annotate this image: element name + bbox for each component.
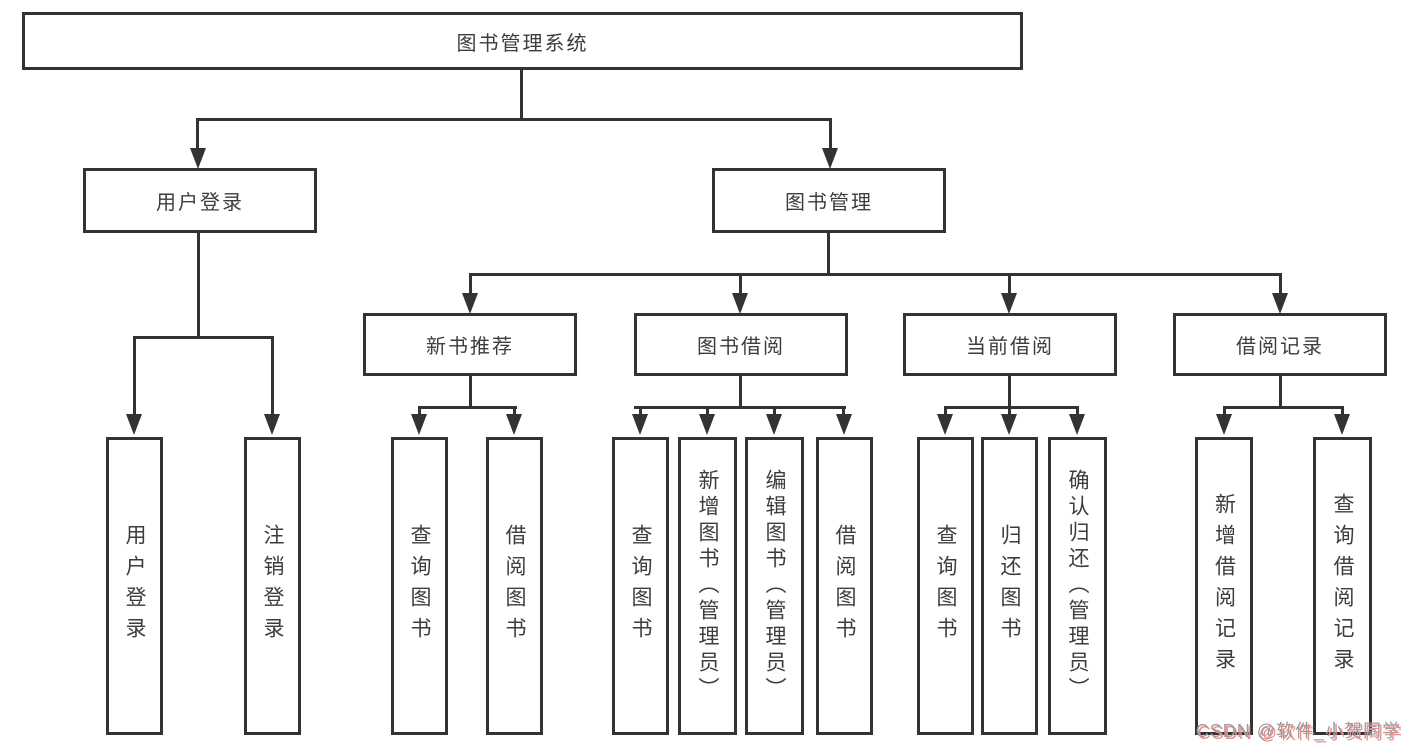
connector-line — [133, 336, 274, 339]
connector-line — [1341, 406, 1344, 416]
node-label: 当前借阅 — [966, 336, 1054, 358]
connector-line — [1008, 406, 1011, 416]
connector-line — [513, 406, 516, 416]
arrow-down-icon — [732, 293, 748, 314]
arrow-down-icon — [766, 414, 782, 435]
arrow-down-icon — [1001, 414, 1017, 435]
arrow-down-icon — [462, 293, 478, 314]
arrow-down-icon — [126, 414, 142, 435]
node-label: 借阅图书 — [503, 524, 526, 648]
connector-line — [1223, 406, 1344, 409]
connector-line — [469, 273, 1282, 276]
node-new-book-recommend: 新书推荐 — [363, 313, 577, 376]
node-label: 借阅记录 — [1236, 336, 1324, 358]
arrow-down-icon — [937, 414, 953, 435]
node-label: 注销登录 — [261, 524, 284, 648]
connector-line — [773, 406, 776, 416]
connector-line — [1008, 273, 1011, 296]
node-current-borrowing: 当前借阅 — [903, 313, 1117, 376]
connector-line — [133, 336, 136, 416]
csdn-watermark: CSDN @软件_小贺同学 — [1195, 721, 1401, 741]
node-library-management-system: 图书管理系统 — [22, 12, 1023, 70]
connector-line — [197, 233, 200, 339]
connector-line — [842, 406, 845, 416]
connector-line — [271, 336, 274, 416]
connector-line — [739, 273, 742, 296]
arrow-down-icon — [1334, 414, 1350, 435]
connector-line — [639, 406, 642, 416]
connector-line — [634, 406, 846, 409]
node-label: 新增借阅记录 — [1212, 493, 1236, 679]
leaf-query-books-borrow: 查询图书 — [612, 437, 669, 735]
node-label: 查询借阅记录 — [1331, 493, 1354, 679]
arrow-down-icon — [632, 414, 648, 435]
node-label: 新书推荐 — [426, 336, 514, 358]
node-label: 查询图书 — [408, 524, 431, 648]
node-book-borrowing: 图书借阅 — [634, 313, 848, 376]
leaf-borrow-books-recommend: 借阅图书 — [486, 437, 543, 735]
node-label: 用户登录 — [123, 524, 146, 648]
node-label: 新增图书（管理员） — [696, 469, 719, 703]
leaf-add-borrow-record: 新增借阅记录 — [1195, 437, 1253, 735]
arrow-down-icon — [1069, 414, 1085, 435]
connector-line — [944, 406, 947, 416]
connector-line — [829, 118, 832, 152]
node-label: 图书借阅 — [697, 336, 785, 358]
arrow-down-icon — [411, 414, 427, 435]
connector-line — [418, 406, 517, 409]
leaf-logout: 注销登录 — [244, 437, 301, 735]
node-user-login: 用户登录 — [83, 168, 317, 233]
connector-line — [944, 406, 1079, 409]
arrow-down-icon — [699, 414, 715, 435]
connector-line — [827, 233, 830, 276]
leaf-query-books-current: 查询图书 — [917, 437, 974, 735]
node-label: 编辑图书（管理员） — [763, 469, 786, 703]
connector-line — [469, 376, 472, 409]
connector-line — [706, 406, 709, 416]
node-borrowing-records: 借阅记录 — [1173, 313, 1387, 376]
connector-line — [520, 70, 523, 118]
arrow-down-icon — [1216, 414, 1232, 435]
node-label: 查询图书 — [934, 524, 957, 648]
connector-line — [739, 376, 742, 409]
node-label: 图书管理 — [785, 192, 873, 214]
leaf-add-books-admin: 新增图书（管理员） — [678, 437, 737, 735]
node-label: 用户登录 — [156, 192, 244, 214]
connector-line — [418, 406, 421, 416]
leaf-query-books-recommend: 查询图书 — [391, 437, 448, 735]
connector-line — [196, 118, 199, 152]
connector-line — [196, 118, 832, 121]
leaf-query-borrow-record: 查询借阅记录 — [1313, 437, 1372, 735]
arrow-down-icon — [1001, 293, 1017, 314]
node-label: 归还图书 — [998, 524, 1021, 648]
connector-line — [1279, 273, 1282, 296]
node-book-management: 图书管理 — [712, 168, 946, 233]
node-label: 图书管理系统 — [456, 32, 589, 55]
leaf-user-login: 用户登录 — [106, 437, 163, 735]
connector-line — [1076, 406, 1079, 416]
connector-line — [469, 273, 472, 296]
arrow-down-icon — [506, 414, 522, 435]
node-label: 查询图书 — [629, 524, 652, 648]
leaf-borrow-books: 借阅图书 — [816, 437, 873, 735]
arrow-down-icon — [836, 414, 852, 435]
leaf-return-books: 归还图书 — [981, 437, 1038, 735]
leaf-edit-books-admin: 编辑图书（管理员） — [745, 437, 804, 735]
connector-line — [1279, 376, 1282, 409]
node-label: 借阅图书 — [833, 524, 856, 648]
arrow-down-icon — [822, 148, 838, 169]
connector-line — [1008, 376, 1011, 409]
node-label: 确认归还（管理员） — [1066, 469, 1089, 703]
arrow-down-icon — [264, 414, 280, 435]
connector-line — [1223, 406, 1226, 416]
leaf-confirm-return-admin: 确认归还（管理员） — [1048, 437, 1107, 735]
arrow-down-icon — [190, 148, 206, 169]
arrow-down-icon — [1272, 293, 1288, 314]
